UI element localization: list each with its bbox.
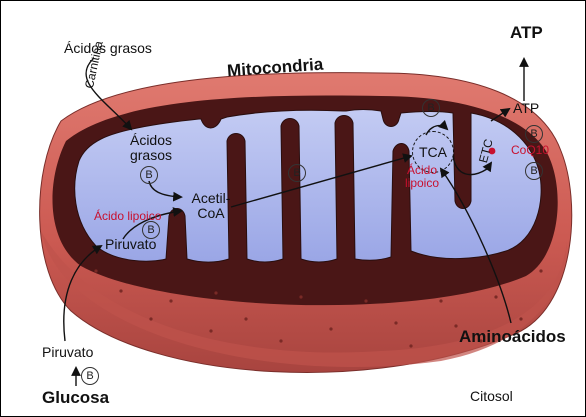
label-amino-acids: Aminoácidos	[459, 328, 566, 346]
label-acetyl-coa-line2: CoA	[181, 206, 241, 221]
b-vitamin-badge-glucose: B	[81, 367, 99, 385]
label-acetyl-coa: Acetil- CoA	[181, 191, 241, 220]
label-glucose: Glucosa	[42, 389, 109, 407]
b-vitamin-badge-etc-top: B	[525, 125, 543, 143]
label-fatty-acids-inside-line1: Ácidos	[121, 133, 181, 148]
label-pyruvate-outside: Piruvato	[42, 345, 93, 360]
label-lipoic-acid-right-line1: Ácido	[402, 164, 442, 177]
label-fatty-acids-outside: Ácidos grasos	[64, 41, 152, 56]
label-coq10: CoQ10	[511, 144, 549, 157]
label-fatty-acids-inside-line2: grasos	[121, 148, 181, 163]
label-fatty-acids-inside: Ácidos grasos	[121, 133, 181, 162]
label-cytosol: Citosol	[470, 389, 513, 404]
label-lipoic-acid-right: Ácido lipoico	[402, 164, 442, 189]
b-vitamin-badge-tca: B	[422, 99, 440, 117]
label-acetyl-coa-line1: Acetil-	[181, 191, 241, 206]
label-atp-inside: ATP	[513, 101, 539, 116]
label-atp-top: ATP	[510, 24, 543, 42]
b-vitamin-badge-etc-bottom: B	[525, 162, 543, 180]
b-vitamin-badge-acetyl: B	[288, 164, 306, 182]
label-lipoic-acid-right-line2: lipoico	[402, 177, 442, 190]
b-vitamin-badge-fatty-acids: B	[140, 166, 158, 184]
label-pyruvate-inside: Piruvato	[105, 237, 156, 252]
